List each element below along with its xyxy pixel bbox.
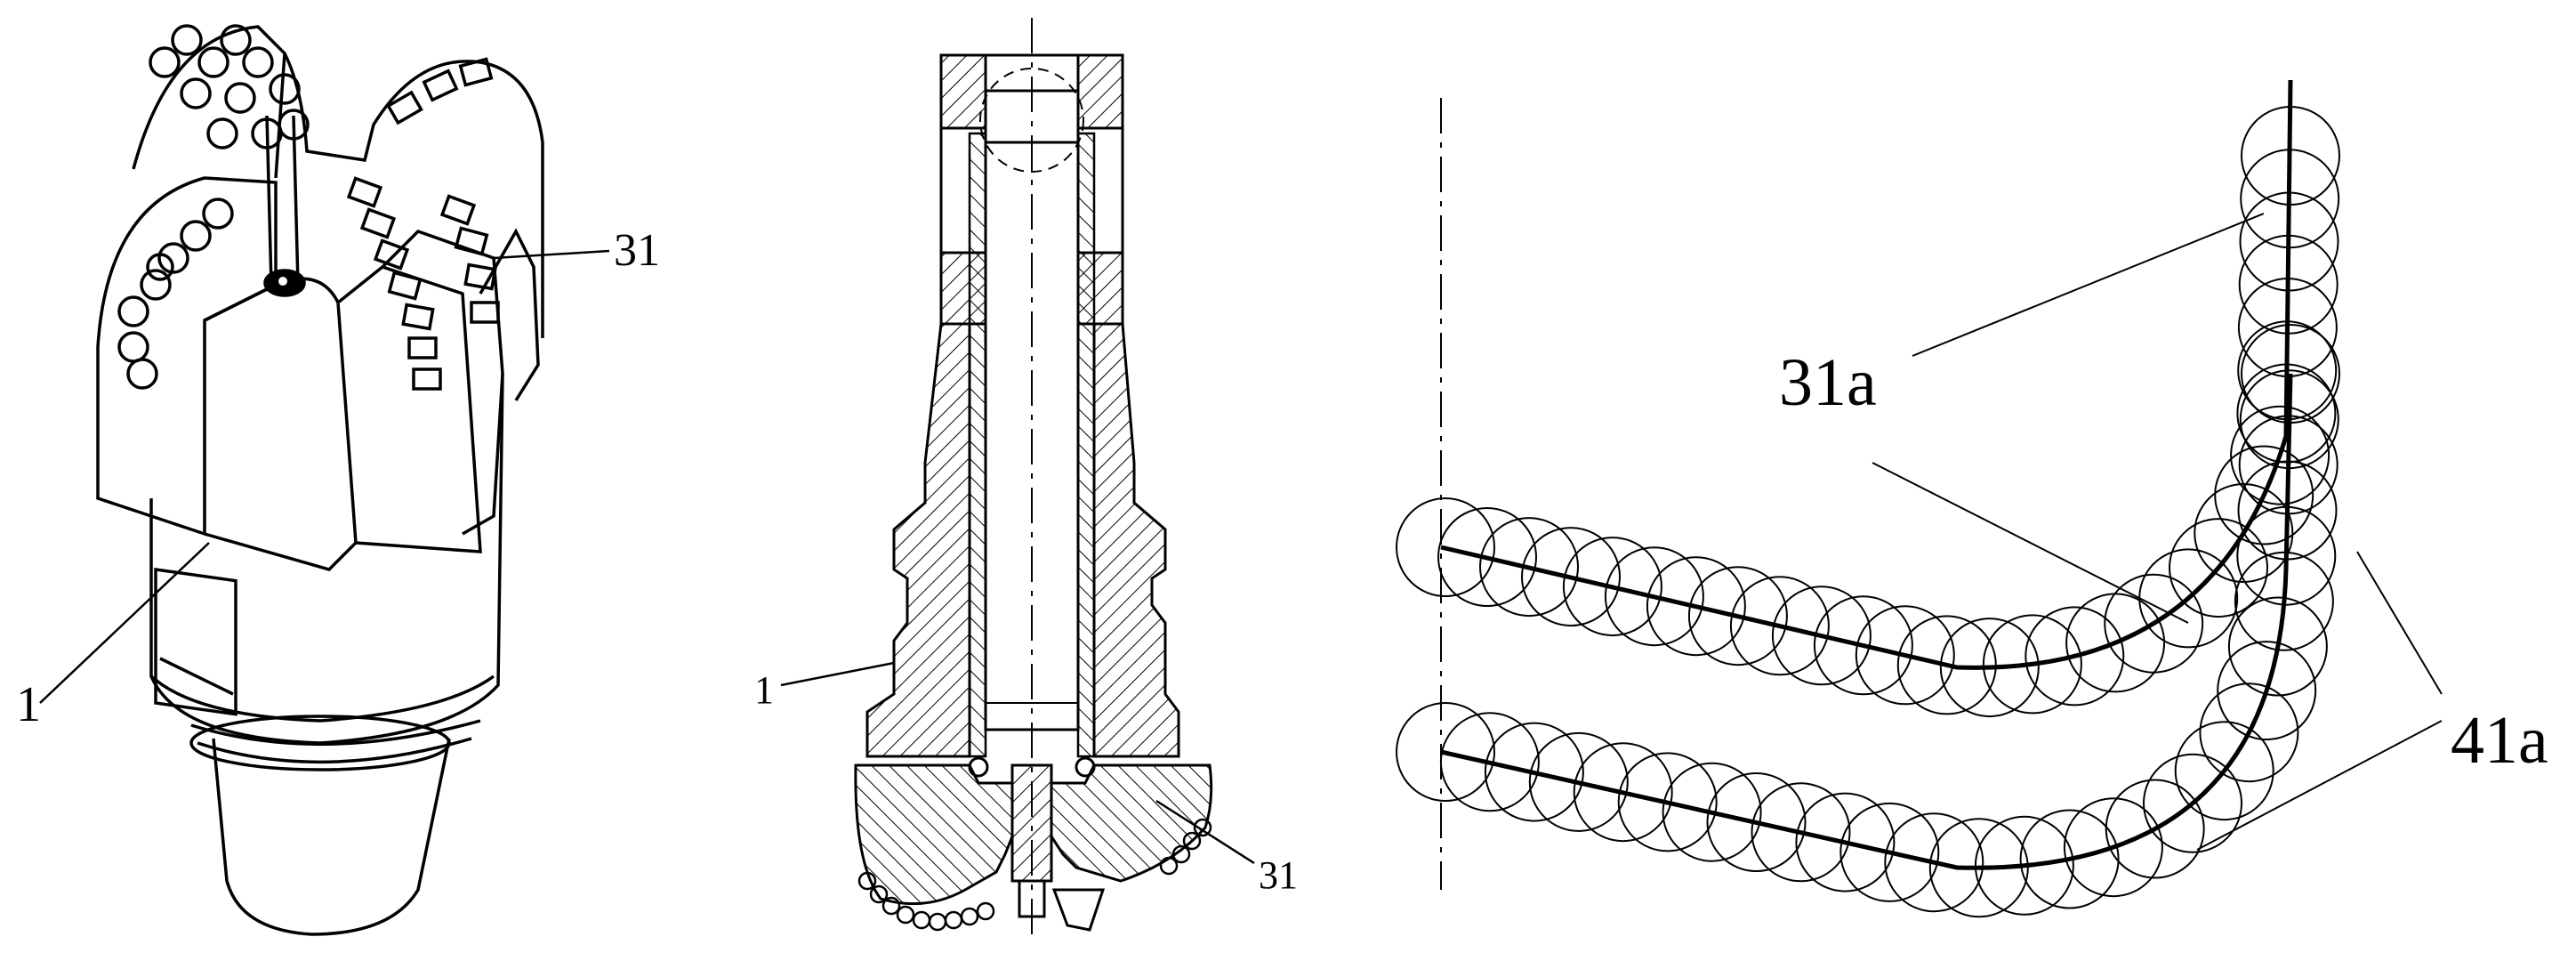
profile-curve-lower — [1440, 373, 2293, 870]
leader-line — [1155, 799, 1255, 865]
cutter-circle — [1795, 792, 1896, 892]
leader-line — [780, 661, 895, 687]
profile-curve-upper — [1440, 79, 2293, 670]
cutter-circle — [1928, 818, 2029, 918]
leader-line — [493, 249, 610, 260]
label-part-1: 1 — [754, 668, 774, 712]
cutter-circle — [1896, 615, 1997, 715]
bit-isometric-view — [96, 24, 544, 936]
cutter-layout-view — [1396, 79, 2340, 918]
leader-line — [1912, 213, 2265, 357]
cutter-circle — [2143, 753, 2242, 853]
leader-line — [2356, 551, 2443, 695]
cutter-circle — [2241, 324, 2340, 424]
cutter-circle — [1974, 815, 2074, 916]
leader-line — [1872, 462, 2189, 624]
cutter-circle — [2238, 415, 2339, 515]
cutter-circle — [1521, 527, 1621, 627]
cutter-circle — [1771, 586, 1872, 686]
leader-line — [39, 542, 210, 704]
cutter-circle — [1562, 537, 1662, 637]
cutter-circle — [1662, 762, 1762, 862]
cutter-circle — [1751, 782, 1851, 883]
cutter-circle — [2237, 460, 2338, 561]
cutter-circle — [2241, 106, 2340, 206]
label-cutter-31: 31 — [614, 225, 660, 276]
cutter-circle — [2174, 721, 2274, 821]
cutter-circle — [1484, 722, 1584, 822]
bit-section-view — [854, 18, 1213, 934]
cutter-circle — [1706, 772, 1807, 872]
cutter-circle — [1479, 517, 1579, 618]
cutter-circle — [1884, 812, 1984, 913]
cutter-circle — [2214, 445, 2314, 545]
label-part-1: 1 — [16, 677, 41, 732]
leader-line — [2196, 720, 2443, 851]
cutter-circle — [1687, 566, 1788, 666]
label-profile-41a: 41a — [2451, 703, 2548, 778]
cutter-circle — [1839, 802, 1940, 902]
label-profile-31a: 31a — [1779, 345, 1877, 420]
cutter-circle — [1604, 546, 1704, 647]
cutter-circle — [2217, 641, 2317, 741]
cutter-circle — [1396, 497, 1495, 597]
cutter-circle — [2239, 191, 2339, 292]
cutter-circle — [2240, 149, 2340, 249]
cutter-circle — [2234, 551, 2334, 651]
cutter-circle — [1646, 556, 1746, 657]
cutter-circle — [2169, 518, 2268, 618]
cutter-circle — [2238, 234, 2339, 335]
cutter-circle — [2105, 779, 2205, 879]
cutter-circle — [1528, 731, 1629, 832]
cutter-circle — [2237, 278, 2338, 377]
cutter-circle — [2230, 405, 2330, 505]
cutter-circle — [1939, 618, 2040, 718]
cutter-circle — [2237, 320, 2338, 421]
cutter-circle — [1396, 702, 1495, 802]
cutter-circle — [1437, 507, 1537, 607]
label-cutter-31: 31 — [1259, 853, 1298, 897]
cutter-circle — [2239, 369, 2339, 470]
cutter-circle — [2025, 606, 2125, 707]
cutter-circle — [2019, 809, 2120, 909]
cutter-circle — [1439, 712, 1540, 812]
cutter-circle — [1617, 752, 1718, 852]
cutter-circle — [1813, 595, 1913, 696]
cutter-circle — [2199, 682, 2299, 783]
cutter-circle — [1982, 614, 2082, 715]
cutter-circle — [1573, 742, 1673, 843]
cutter-circle — [2063, 797, 2163, 898]
cutter-circle — [2104, 573, 2204, 674]
cutter-circle — [1729, 576, 1830, 676]
cutter-circle — [2227, 596, 2328, 697]
cutter-circle — [2236, 505, 2337, 606]
cutter-circle — [1855, 605, 1955, 706]
